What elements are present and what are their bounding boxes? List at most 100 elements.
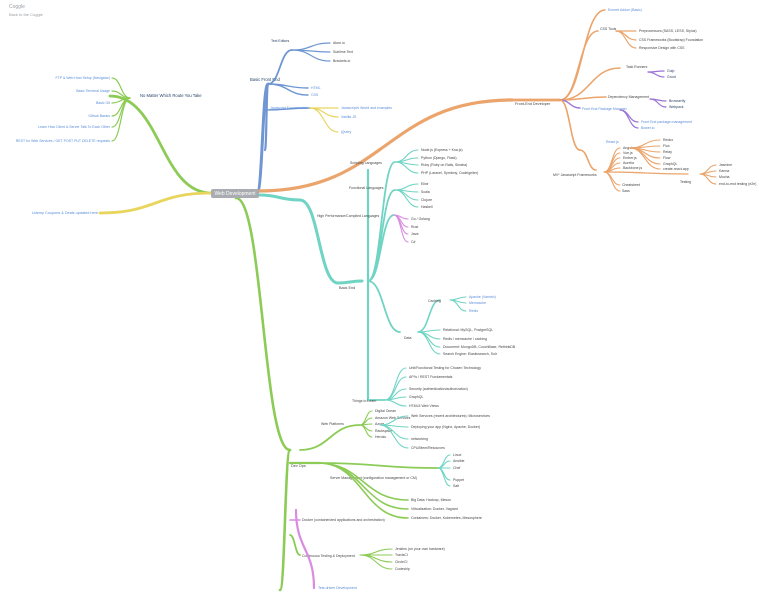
node-label[interactable]: Puppet (453, 478, 464, 482)
node-docker[interactable]: Docker (containerized applications and o… (302, 518, 385, 522)
header-title[interactable]: Coggle (9, 4, 25, 10)
node-text-editors[interactable]: Text Editors (271, 39, 290, 43)
node-web-platforms[interactable]: Web Platforms (321, 422, 344, 426)
node-label[interactable]: create-react-app (663, 167, 689, 171)
node-label[interactable]: Angular (623, 146, 636, 150)
node-label[interactable]: Azure (375, 422, 384, 426)
node-label[interactable]: Digital Ocean (375, 409, 396, 413)
node-label[interactable]: Ruby (Ruby on Rails, Sinatra) (421, 163, 467, 167)
node-label[interactable]: Haskell (421, 205, 433, 209)
node-front-dev[interactable]: Front-End Developer (515, 102, 551, 106)
node-label[interactable]: Scala (421, 190, 430, 194)
node-mvc[interactable]: MV* Javascript Frameworks (553, 173, 597, 177)
node-label[interactable]: GraphQL (663, 162, 677, 166)
node-label[interactable]: Mocha (719, 175, 730, 179)
node-label[interactable]: Linux (453, 453, 462, 457)
node-label[interactable]: CircleCI (395, 560, 407, 564)
node-label[interactable]: Search Engine: Elasticsearch, Solr (443, 352, 498, 356)
node-label[interactable]: Heroku (375, 435, 386, 439)
node-label[interactable]: C# (411, 240, 416, 244)
node-label[interactable]: Jasmine (719, 163, 732, 167)
node-css[interactable]: CSS (311, 93, 319, 97)
node-label[interactable]: Virtualization: Docker, Vagrant (411, 507, 458, 511)
node-label[interactable]: jQuery (340, 130, 352, 134)
node-label[interactable]: Salt (453, 484, 459, 488)
node-react[interactable]: React.js (606, 140, 619, 144)
node-label[interactable]: Relay (663, 150, 672, 154)
node-no-matter[interactable]: No Matter Which Route You Take (140, 93, 202, 98)
node-label[interactable]: Elixir (421, 182, 429, 186)
node-label[interactable]: Big Data: Hadoop, Mesos (411, 498, 451, 502)
node-label[interactable]: Karma (719, 169, 729, 173)
node-label[interactable]: Rackspace (375, 429, 392, 433)
node-things[interactable]: Things to Learn (352, 399, 376, 403)
node-label[interactable]: Browserify (669, 99, 686, 103)
node-high-perf[interactable]: High Performance/Compiled Languages (317, 214, 380, 218)
node-no-matter-item[interactable]: Basic Terminal Usage (76, 89, 110, 93)
node-label[interactable]: Sublime Text (333, 50, 353, 54)
node-label[interactable]: Vanilla JS (341, 115, 357, 119)
node-label[interactable]: Brackets.io (333, 59, 350, 63)
node-no-matter-item[interactable]: Basic Git (96, 101, 110, 105)
node-task-runners[interactable]: Task Runners (626, 65, 648, 69)
node-back-end[interactable]: Back End (339, 286, 355, 290)
node-label[interactable]: CPU/Mem/Resources (411, 446, 445, 450)
node-label[interactable]: Clojure (421, 198, 432, 202)
node-label[interactable]: Node.js (Express + Koa.js) (421, 148, 463, 152)
node-label[interactable]: Atom.io (333, 41, 345, 45)
node-basic-front[interactable]: Basic Front End (250, 77, 280, 82)
node-label[interactable]: Emmet Addon (Basic) (608, 8, 642, 12)
node-label[interactable]: HTML5 Web Views (409, 404, 439, 408)
node-no-matter-item[interactable]: REST for Web Services / GET POST PUT DEL… (16, 139, 110, 143)
node-functional[interactable]: Functional Languages (349, 186, 384, 190)
node-label[interactable]: Cheatsheet (622, 183, 640, 187)
node-label[interactable]: Jenkins (on your own hardware) (395, 547, 445, 551)
node-label[interactable]: Sass (622, 189, 630, 193)
node-no-matter-item[interactable]: Github Basics (88, 114, 110, 118)
node-label[interactable]: CSS Frameworks (Bootstrap) Foundation (639, 38, 703, 42)
node-label[interactable]: PHP (Laravel, Symfony, CodeIgniter) (421, 171, 478, 175)
node-html[interactable]: HTML (311, 86, 321, 90)
node-dep-mgmt[interactable]: Dependency Management (608, 95, 649, 99)
node-label[interactable]: Go / Golang (411, 217, 430, 221)
node-label[interactable]: Flow (663, 156, 671, 160)
node-js-fund[interactable]: Javascript Fundamental (270, 106, 307, 110)
node-label[interactable]: Python (Django, Flask) (421, 156, 457, 160)
node-label[interactable]: Responsive Design with CSS (639, 46, 685, 50)
node-label[interactable]: Flux (663, 144, 670, 148)
node-label[interactable]: Ansible (453, 459, 465, 463)
node-label[interactable]: Backbone.js (623, 166, 642, 170)
node-label[interactable]: Redux (663, 138, 673, 142)
node-label[interactable]: Chef (453, 466, 460, 470)
node-label[interactable]: Relational: MySQL, PostgreSQL (443, 328, 493, 332)
node-testing[interactable]: Testing (680, 180, 691, 184)
node-label[interactable]: TravisCI (395, 553, 408, 557)
node-caching[interactable]: Caching (428, 299, 441, 303)
node-label[interactable]: Preprocessors (SASS, LESS, Stylus) (639, 29, 697, 33)
node-front-pkg[interactable]: Front End Package Manager (582, 107, 628, 111)
node-devops[interactable]: Dev Ops (291, 464, 306, 468)
node-label[interactable]: GraphQL (409, 395, 423, 399)
node-label[interactable]: Deploying your app (Nginx, Apache, Docke… (411, 425, 480, 429)
node-label[interactable]: Ember.js (623, 156, 637, 160)
node-label[interactable]: Front End package management (641, 120, 692, 124)
node-label[interactable]: Javascript's World and examples (341, 106, 392, 110)
node-label[interactable]: Web Services (recent architectures): Mic… (411, 414, 490, 418)
node-label[interactable]: end-to-end testing (e2e) (719, 182, 756, 186)
node-label[interactable]: CSS Tools (600, 27, 617, 31)
node-tdd[interactable]: Test-driven Development (318, 586, 357, 590)
node-label[interactable]: API's / REST Fundamentals (409, 375, 453, 379)
node-label[interactable]: Memcache (469, 301, 486, 305)
node-scripting[interactable]: Scripting Languages (350, 161, 382, 165)
node-label[interactable]: Unit/Functional Testing for Chosen Techn… (409, 366, 481, 370)
node-label[interactable]: Java (411, 232, 418, 236)
node-label[interactable]: Codeship (395, 567, 410, 571)
node-label[interactable]: Webpack (669, 105, 684, 109)
node-label[interactable]: Aurelia (623, 161, 634, 165)
node-config-mgmt[interactable]: Server Management (configuration managem… (330, 476, 417, 480)
header-link[interactable]: Back to the Coggle (9, 12, 43, 17)
node-label[interactable]: Gulp (667, 69, 674, 73)
node-label[interactable]: Document: MongoDB, CouchBase, RethinkDB (443, 345, 516, 349)
node-data[interactable]: Data (404, 336, 411, 340)
node-label[interactable]: Vue.js (623, 151, 633, 155)
